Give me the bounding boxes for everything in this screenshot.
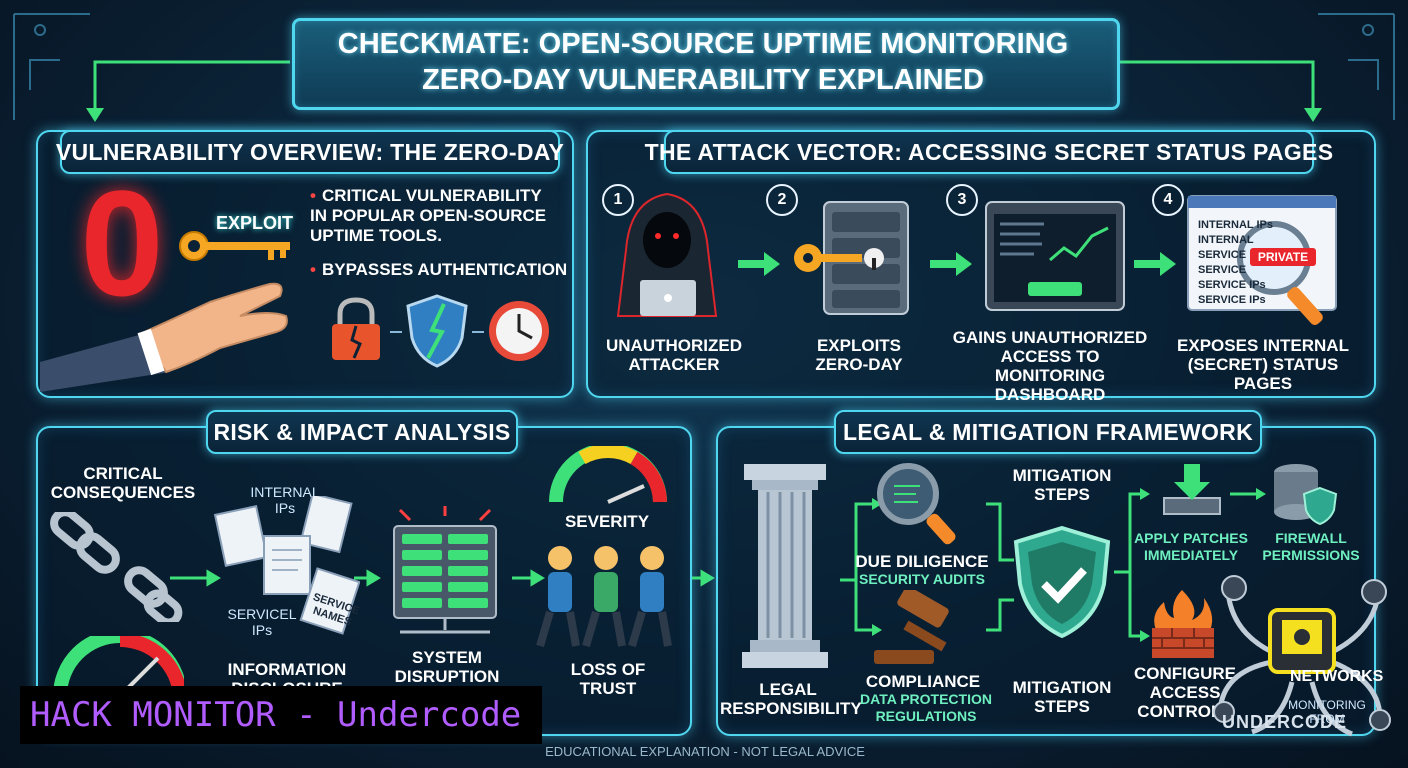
system-disruption-label: SYSTEM DISRUPTION	[394, 648, 500, 686]
hand-icon	[40, 282, 288, 392]
overview-bullet-1: •CRITICAL VULNERABILITY IN POPULAR OPEN-…	[310, 186, 560, 246]
zero-icon: 0	[80, 159, 164, 327]
compliance-label: COMPLIANCE	[865, 672, 981, 691]
scattered-docs-icon	[213, 496, 360, 635]
due-diligence-label: DUE DILIGENCE	[855, 552, 989, 571]
loss-of-trust-label: LOSS OF TRUST	[570, 660, 646, 698]
firewall-label: FIREWALL PERMISSIONS	[1262, 530, 1360, 563]
key-icon	[179, 231, 290, 261]
dashboard-icon	[985, 201, 1125, 311]
page-title: CHECKMATE: OPEN-SOURCE UPTIME MONITORING…	[292, 26, 1114, 98]
risk-title: RISK & IMPACT ANALYSIS	[206, 410, 518, 454]
networks-label: NETWORKS	[1290, 668, 1384, 685]
mitigation-steps-top: MITIGATION STEPS	[1012, 466, 1112, 504]
mitigation-steps-bottom: MITIGATION STEPS	[1012, 678, 1112, 716]
internal-ips-label: INTERNAL IPs	[250, 484, 320, 516]
bullet-text: CRITICAL VULNERABILITY IN POPULAR OPEN-S…	[310, 186, 547, 245]
undercode-logo-text: UNDERCODE	[1222, 712, 1348, 732]
security-audits-label: SECURITY AUDITS	[858, 571, 985, 587]
step-label-2: EXPLOITS ZERO-DAY	[815, 336, 903, 374]
broken-lock-icon	[332, 297, 380, 360]
server-rack-icon	[393, 506, 497, 634]
gavel-icon	[874, 590, 949, 664]
doc-line: SERVICE IPs	[1198, 279, 1266, 291]
magnifier-icon	[877, 463, 956, 545]
firewall-icon	[1152, 590, 1214, 658]
header-banner	[292, 18, 1120, 110]
server-key-icon	[794, 201, 909, 315]
overview-bullet-2: • BYPASSES AUTHENTICATION	[310, 260, 570, 280]
green-arrow-icon	[1134, 252, 1176, 276]
step-label-1: UNAUTHORIZED ATTACKER	[606, 336, 742, 374]
risk-panel	[36, 426, 692, 736]
download-icon	[1163, 464, 1221, 515]
step-number-1: 1	[602, 184, 634, 216]
green-arrow-icon	[738, 252, 780, 276]
broken-shield-icon	[406, 294, 468, 368]
doc-line: SERVICE IPs	[1198, 294, 1266, 306]
apply-patches-label: APPLY PATCHES IMMEDIATELY	[1134, 530, 1248, 563]
branch-lines	[840, 498, 1014, 636]
hack-monitor-banner: HACK MONITOR - Undercode	[20, 686, 542, 744]
overview-title: VULNERABILITY OVERVIEW: THE ZERO-DAY	[56, 130, 564, 174]
bullet-text: BYPASSES AUTHENTICATION	[321, 260, 568, 279]
doc-line: INTERNAL IPs	[1198, 219, 1273, 231]
arrow-right-icon	[1230, 488, 1266, 500]
step-label-4: EXPOSES INTERNAL (SECRET) STATUS PAGES	[1177, 336, 1349, 393]
undercode-logo-icon	[1213, 575, 1391, 737]
service-ips-label: SERVICEL IPs	[227, 606, 297, 638]
check-shield-icon	[1013, 526, 1111, 638]
doc-line: SERVICE	[1198, 264, 1247, 276]
mitigation-branches	[1114, 488, 1244, 642]
bullet-dot: •	[310, 260, 316, 279]
critical-consequences-label: CRITICAL CONSEQUENCES	[50, 464, 196, 502]
clock-icon	[489, 301, 549, 361]
title-line-1: CHECKMATE: OPEN-SOURCE UPTIME MONITORING	[337, 28, 1069, 60]
title-line-2: ZERO-DAY VULNERABILITY EXPLAINED	[422, 64, 984, 96]
database-shield-icon	[1274, 464, 1338, 526]
bullet-dot: •	[310, 186, 316, 205]
step-label-3: GAINS UNAUTHORIZED ACCESS TO MONITORING …	[952, 328, 1148, 404]
step-number-2: 2	[766, 184, 798, 216]
connector-dash	[472, 331, 484, 333]
legal-responsibility-label: LEGAL RESPONSIBILITY	[720, 680, 862, 718]
doc-line: INTERNAL	[1198, 234, 1254, 246]
flow-arrows	[170, 569, 715, 587]
severity-gauge-icon	[549, 446, 667, 504]
step-number-3: 3	[946, 184, 978, 216]
legal-title: LEGAL & MITIGATION FRAMEWORK	[834, 410, 1262, 454]
hacker-icon	[616, 192, 718, 317]
banner-text: HACK MONITOR - Undercode	[30, 695, 522, 735]
step-number-4: 4	[1152, 184, 1184, 216]
attack-title: THE ATTACK VECTOR: ACCESSING SECRET STAT…	[645, 130, 1333, 174]
broken-chain-icon	[50, 512, 183, 622]
exploit-label: EXPLOIT	[216, 213, 294, 233]
severity-label: SEVERITY	[564, 512, 650, 531]
pillar-icon	[742, 464, 828, 668]
doc-lines: INTERNAL IPs INTERNAL SERVICE SERVICE SE…	[1198, 218, 1273, 308]
monitoring-from-label: MONITORING FROM	[1288, 698, 1366, 726]
people-icon	[536, 546, 672, 648]
private-stamp: PRIVATE	[1250, 248, 1316, 266]
disclaimer-text: EDUCATIONAL EXPLANATION - NOT LEGAL ADVI…	[545, 744, 865, 759]
configure-access-label: CONFIGURE ACCESS CONTROLS	[1134, 664, 1236, 721]
data-protection-label: DATA PROTECTION REGULATIONS	[860, 691, 992, 724]
green-arrow-icon	[930, 252, 972, 276]
doc-line: SERVICE	[1198, 249, 1247, 261]
connector-dash	[390, 331, 402, 333]
